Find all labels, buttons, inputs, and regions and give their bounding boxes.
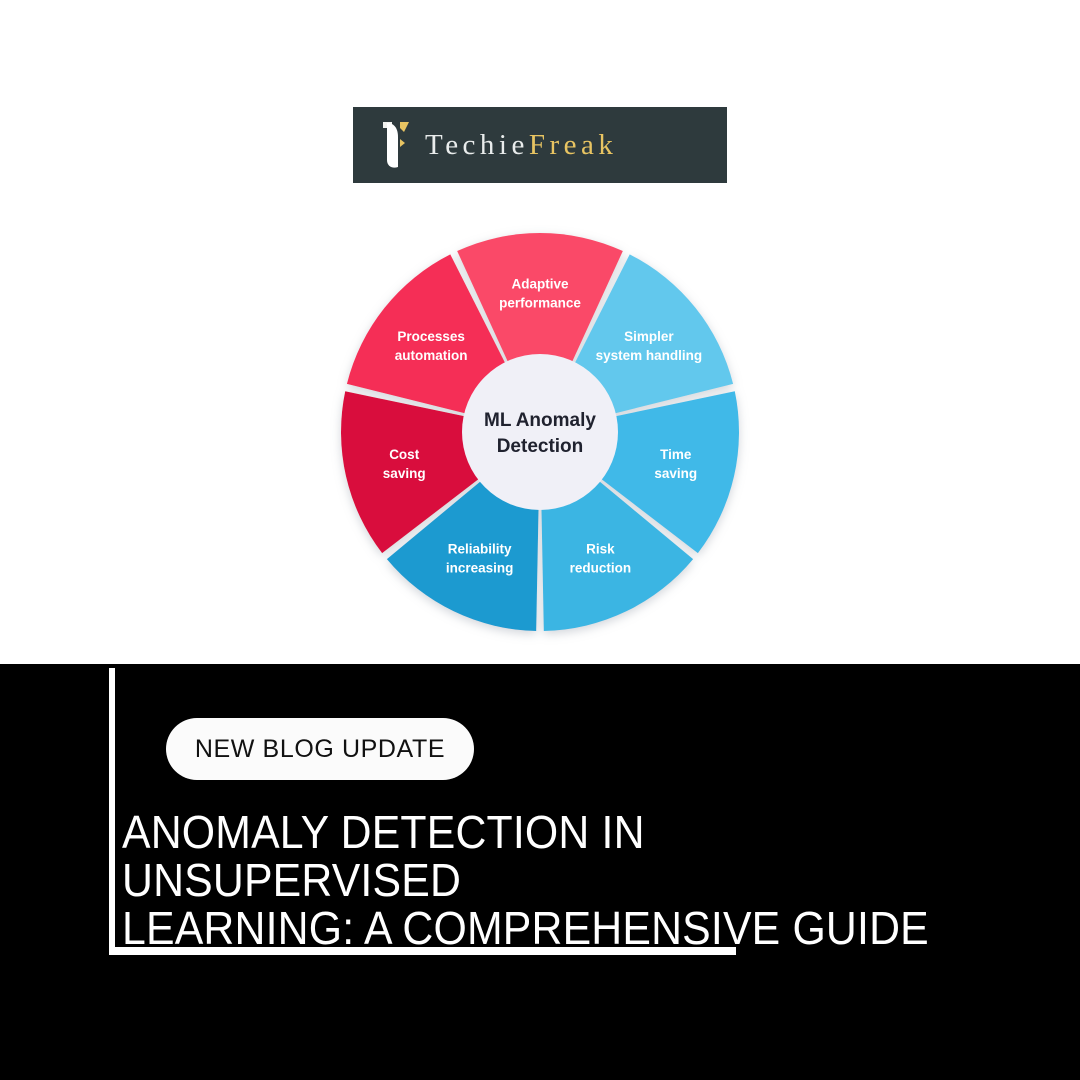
brand-logo[interactable]: TechieFreak xyxy=(353,107,727,183)
pie-slice-label: performance xyxy=(499,296,581,311)
pie-slice-label: Simpler xyxy=(624,329,674,344)
techie-t-monogram-icon xyxy=(371,119,415,171)
pie-slice-label: system handling xyxy=(596,348,703,363)
pie-slice-label: reduction xyxy=(570,561,632,576)
brand-wordmark: TechieFreak xyxy=(425,128,618,161)
pie-slice-label: saving xyxy=(383,466,426,481)
chart-center-title-line-1: ML Anomaly xyxy=(484,410,596,431)
new-blog-update-badge[interactable]: NEW BLOG UPDATE xyxy=(166,718,474,780)
pie-slice-label: Time xyxy=(660,447,692,462)
pie-slice-label: Processes xyxy=(397,329,465,344)
frame-horizontal-rule xyxy=(109,947,736,955)
pie-slice-label: Cost xyxy=(389,447,420,462)
pie-slice-label: Reliability xyxy=(448,542,512,557)
top-visual-panel: TechieFreak ML Anomaly Detection Adaptiv… xyxy=(341,107,739,632)
pie-slice-label: Risk xyxy=(586,542,615,557)
chart-center-title-line-2: Detection xyxy=(497,436,584,457)
frame-vertical-rule xyxy=(109,668,115,955)
ml-anomaly-detection-benefits-wheel: ML Anomaly Detection Adaptive performance… xyxy=(341,232,739,632)
brand-wordmark-primary: Techie xyxy=(425,128,529,161)
pie-slice-label: saving xyxy=(654,466,697,481)
promo-headline: ANOMALY DETECTION IN UNSUPERVISED LEARNI… xyxy=(122,806,929,954)
pie-slice-label: increasing xyxy=(446,561,514,576)
pie-slice-label: automation xyxy=(395,348,468,363)
chart-center-hub xyxy=(462,354,618,510)
pie-slice-label: Adaptive xyxy=(511,277,569,292)
badge-label: NEW BLOG UPDATE xyxy=(194,734,446,763)
pie-chart-svg: ML Anomaly Detection Adaptive performance… xyxy=(341,232,739,631)
brand-wordmark-secondary: Freak xyxy=(528,128,618,161)
pie-slice[interactable] xyxy=(457,232,623,432)
